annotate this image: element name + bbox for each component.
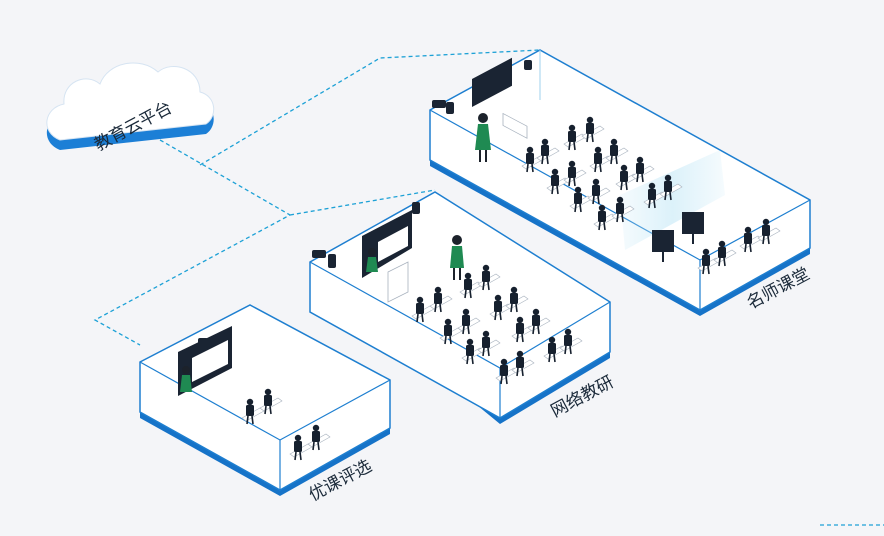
student-icon [241,398,265,425]
smart-board-icon [652,230,674,252]
room-network-research [309,191,611,424]
student-icon [581,116,605,143]
student-icon [459,272,483,299]
teacher-icon [366,248,378,272]
students-layer [241,116,781,461]
student-icon [563,160,587,187]
student-icon [511,350,535,377]
connection-line [199,49,541,166]
connection-line [93,139,292,346]
student-icon [411,296,435,323]
teacher-icon [475,113,491,162]
student-icon [615,164,639,191]
camera-icon [412,202,420,214]
student-icon [739,226,763,253]
camera-icon [524,60,532,70]
camera-icon [432,100,446,108]
smart-board-screen [378,226,408,262]
student-icon [605,138,629,165]
smart-board-icon [472,57,512,108]
connection-line [289,189,436,216]
student-icon [461,338,485,365]
camera-icon [328,254,336,268]
student-icon [457,308,481,335]
student-icon [439,318,463,345]
smart-board-icon [682,212,704,234]
student-icon [429,286,453,313]
student-icon [593,204,617,231]
student-icon [489,294,513,321]
student-icon [477,330,501,357]
student-icon [631,156,655,183]
desk-icon [502,112,528,139]
student-icon [713,240,737,267]
glass-partition [620,150,725,250]
student-icon [643,182,667,209]
cloud-body [46,62,215,141]
network-connections [93,49,884,526]
teacher-icon [180,366,192,392]
student-icon [289,434,313,461]
cloud-icon: 教育云平台 [46,62,215,155]
student-icon [587,178,611,205]
student-icon [527,308,551,335]
student-icon [536,138,560,165]
student-icon [757,218,781,245]
camera-icon [312,250,326,258]
camera-icon [198,338,208,345]
student-icon [569,186,593,213]
camera-icon [446,102,454,114]
student-icon [307,424,331,451]
student-icon [659,174,683,201]
student-icon [611,196,635,223]
student-icon [259,388,283,415]
student-icon [559,328,583,355]
student-icon [589,146,613,173]
student-icon [511,316,535,343]
student-icon [563,124,587,151]
student-icon [477,264,501,291]
teacher-icon [450,235,464,280]
desk-icon [387,261,409,303]
student-icon [505,286,529,313]
smart-board-screen [192,340,228,382]
student-icon [546,168,570,195]
